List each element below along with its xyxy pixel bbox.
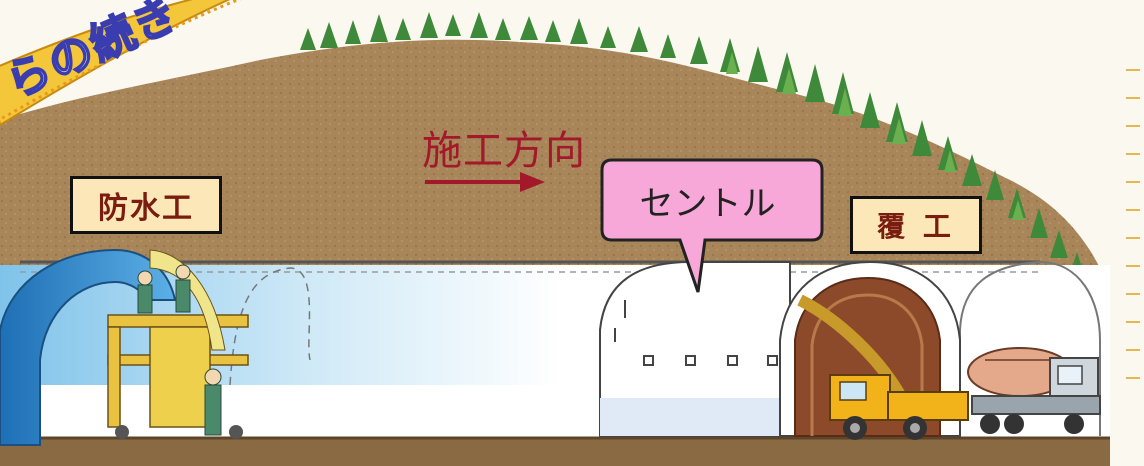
label-lining: 覆 工 [850, 196, 982, 254]
direction-arrow [425, 172, 545, 192]
centle-formwork [599, 261, 791, 437]
forest-highlights [726, 52, 1024, 220]
mixer-truck [967, 347, 1101, 434]
right-margin-dashes [1126, 69, 1140, 379]
tunnel-floor [0, 438, 1110, 466]
label-waterproofing: 防水工 [70, 176, 222, 234]
arch-outline-2 [959, 260, 1101, 436]
concrete-pump-truck [797, 294, 969, 440]
banner-swoosh [0, 0, 231, 127]
label-construction-direction: 施工方向 [422, 128, 586, 174]
label-centle: セントル [639, 183, 776, 224]
worker-figures [137, 264, 222, 436]
waterproof-arch [0, 248, 177, 446]
centle-callout-bubble [600, 158, 824, 293]
